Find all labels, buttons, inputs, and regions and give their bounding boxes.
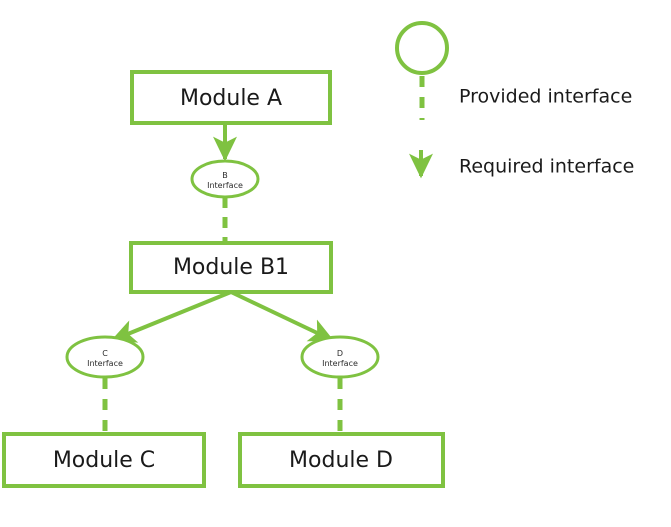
module-box — [2, 432, 206, 488]
interface-label-line1: B — [222, 171, 228, 180]
interface-node-c-interface[interactable]: C Interface — [65, 335, 145, 379]
module-box — [129, 241, 333, 294]
module-label: Module A — [180, 86, 282, 111]
provided-interface-circle-icon — [395, 21, 449, 75]
module-label: Module D — [289, 448, 393, 473]
modules-layer: Module A Module B1 Module C Module D — [2, 70, 445, 488]
connector-module-b1-to-d-interface — [230, 290, 335, 342]
module-node-module-a[interactable]: Module A — [130, 70, 332, 125]
interface-ellipse — [65, 335, 145, 379]
interface-label-line1: D — [337, 349, 343, 358]
legend-label-provided: Provided interface — [459, 86, 632, 108]
module-node-module-d[interactable]: Module D — [238, 432, 445, 488]
legend-item-provided: Provided interface — [395, 21, 632, 120]
connector-module-b1-to-c-interface — [110, 290, 232, 343]
interface-node-d-interface[interactable]: D Interface — [300, 335, 380, 379]
module-node-module-b1[interactable]: Module B1 — [129, 241, 333, 294]
interface-label-line2: Interface — [87, 359, 123, 368]
module-label: Module C — [53, 448, 155, 473]
interface-label-line1: C — [102, 349, 108, 358]
legend-item-required: Required interface — [409, 150, 634, 179]
interface-ellipse — [300, 335, 380, 379]
interface-node-b-interface[interactable]: B Interface — [190, 159, 260, 199]
interface-label-line2: Interface — [207, 181, 243, 190]
module-node-module-c[interactable]: Module C — [2, 432, 206, 488]
module-box — [238, 432, 445, 488]
interfaces-layer: B Interface C Interface D Interface — [65, 159, 380, 379]
connections-layer: B Interface --> Module B1 --> C Interfac… — [102, 123, 343, 436]
module-box — [130, 70, 332, 125]
module-label: Module B1 — [173, 255, 289, 280]
interface-label-line2: Interface — [322, 359, 358, 368]
legend: Provided interface Required interface — [395, 21, 634, 179]
legend-label-required: Required interface — [459, 156, 634, 178]
interface-ellipse — [190, 159, 260, 199]
